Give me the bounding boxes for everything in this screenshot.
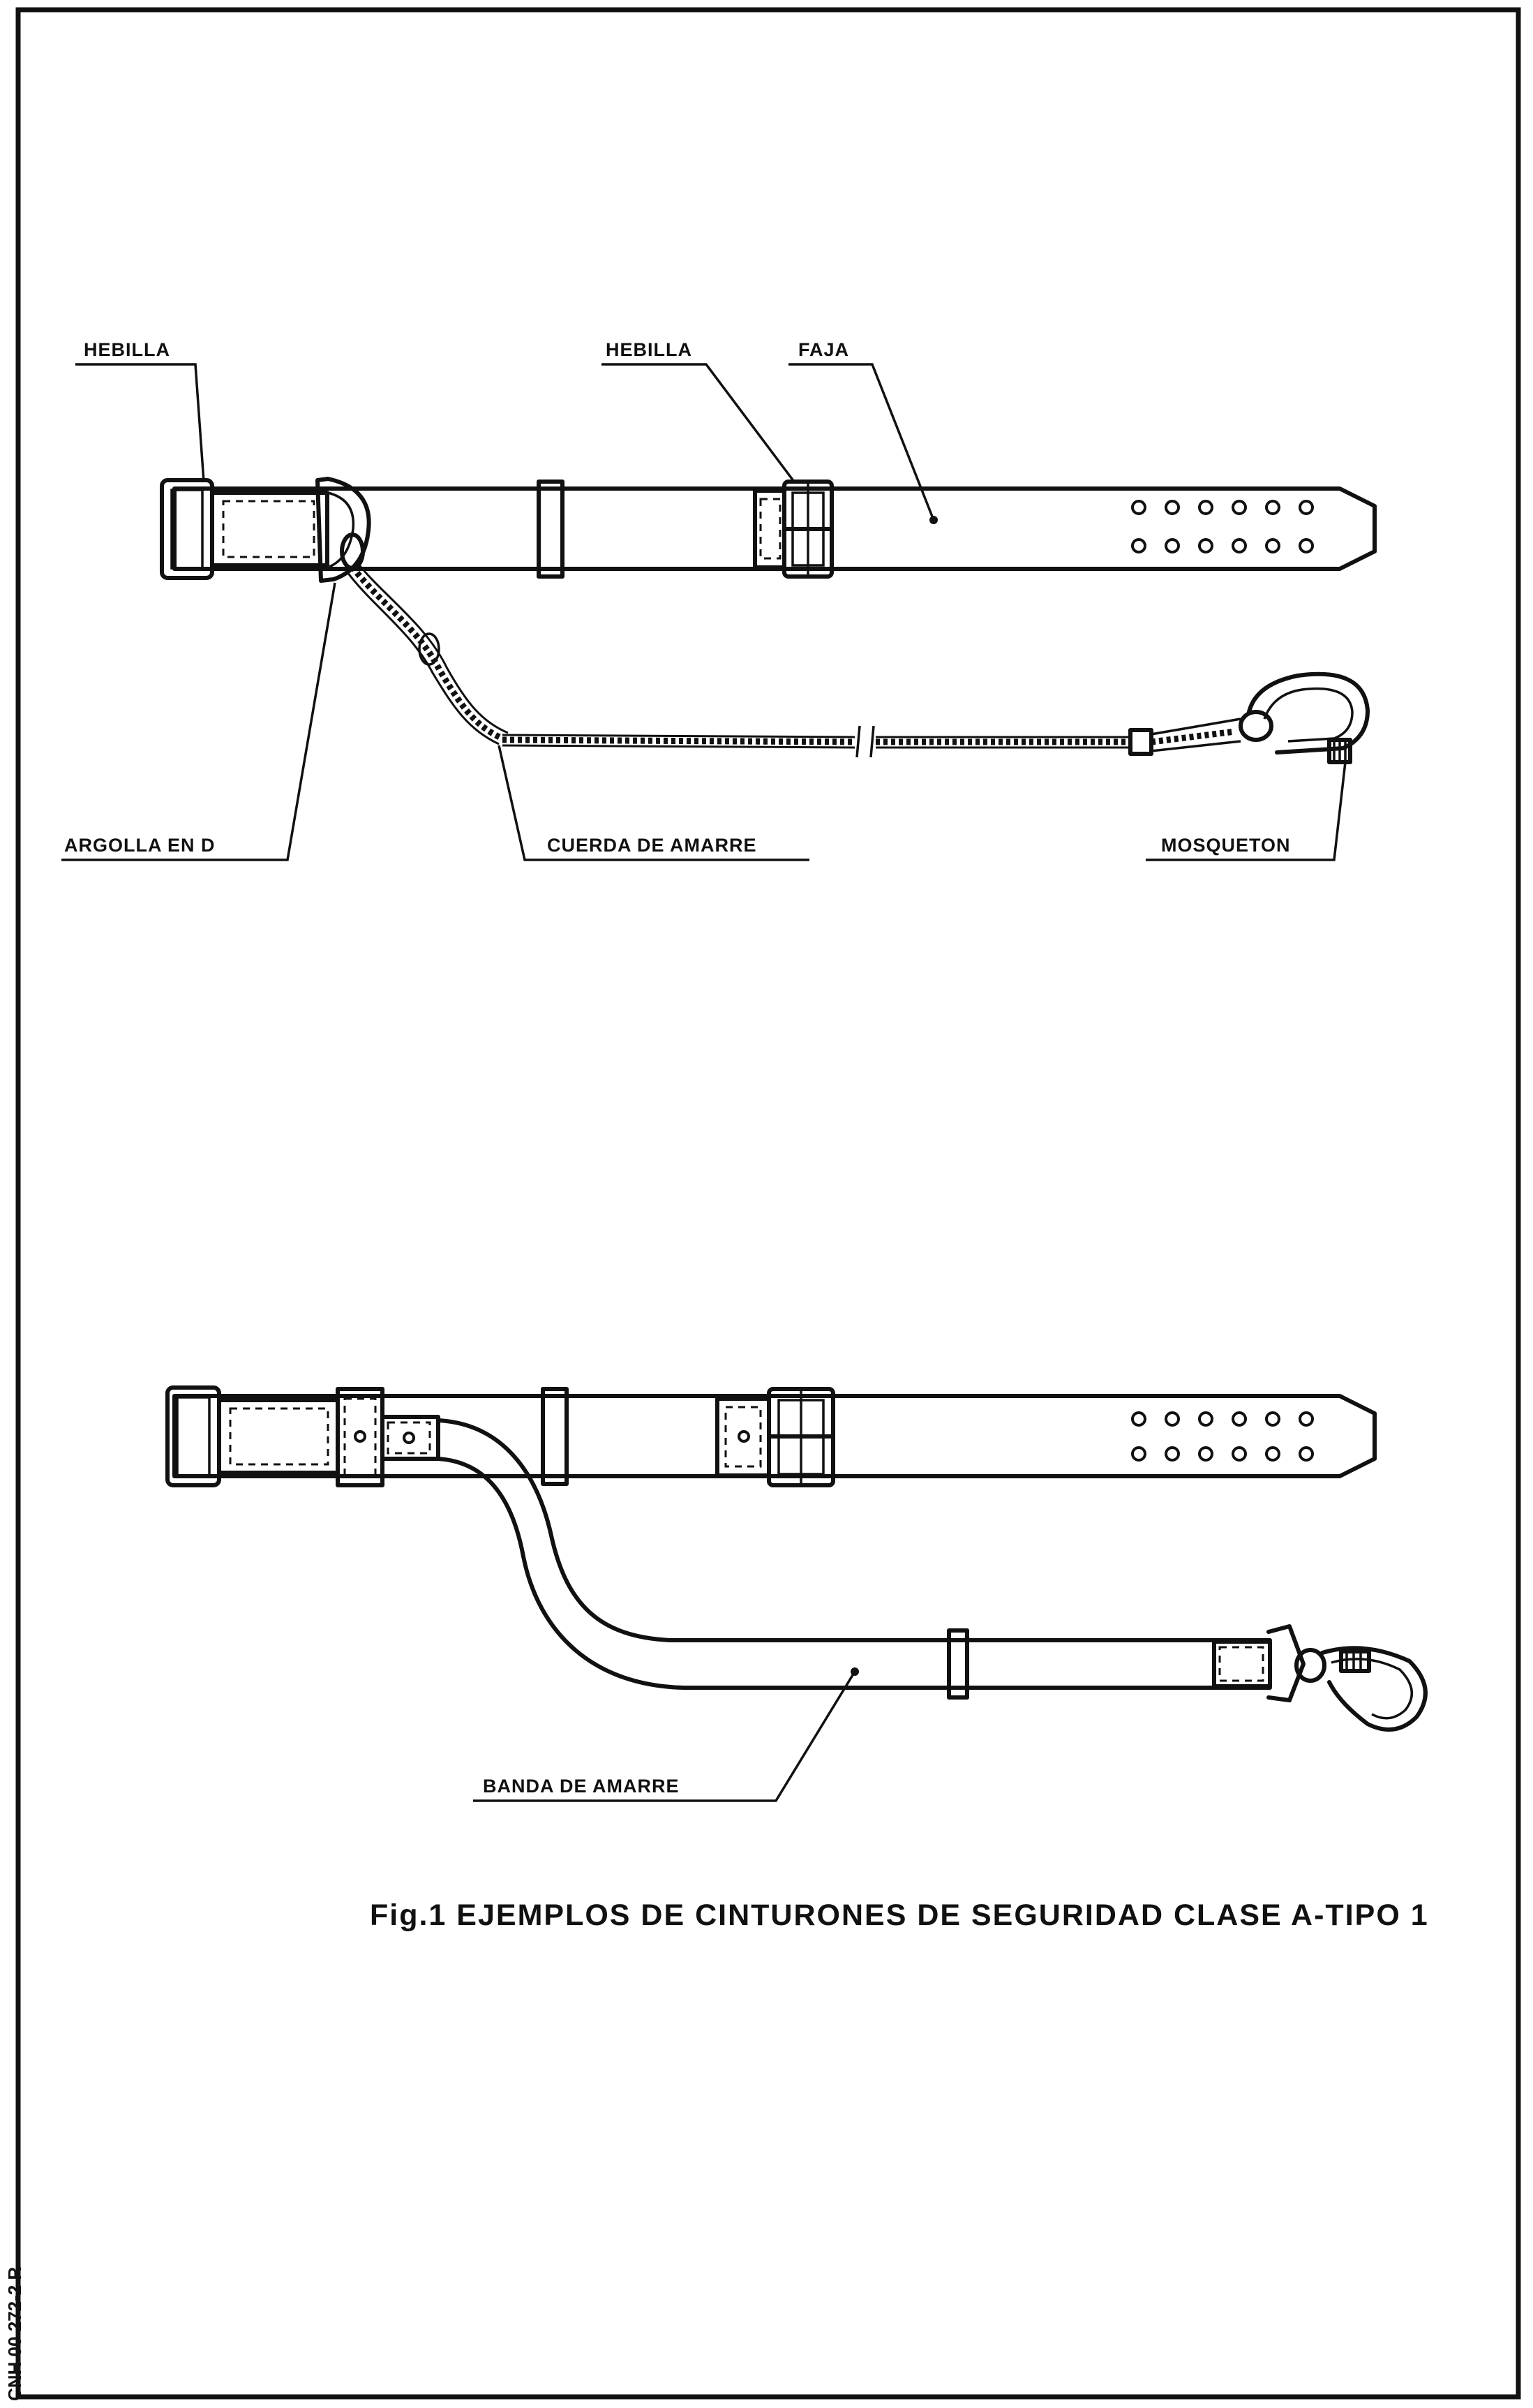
left-buckle-2 [165, 1385, 384, 1487]
safety-belt-with-webbing: BANDA DE AMARRE [165, 1385, 1428, 1802]
strap-1 [172, 486, 1377, 571]
keeper-loop-2 [541, 1387, 569, 1486]
label-hebilla-left: HEBILLA [84, 339, 170, 360]
label-faja: FAJA [798, 339, 849, 360]
belt-holes-1 [1131, 500, 1314, 553]
middle-buckle-2 [715, 1387, 835, 1487]
keeper-loop-1 [537, 480, 564, 579]
labels-belt-2: BANDA DE AMARRE [473, 1667, 859, 1802]
label-banda: BANDA DE AMARRE [483, 1776, 680, 1797]
figure-caption: Fig.1 EJEMPLOS DE CINTURONES DE SEGURIDA… [370, 1898, 1429, 1932]
document-code: CNH 00 272-2 R [4, 2267, 25, 2401]
left-buckle-1 [160, 478, 329, 580]
label-hebilla-middle: HEBILLA [606, 339, 692, 360]
label-mosqueton: MOSQUETON [1161, 835, 1291, 856]
sheet-border [15, 7, 1521, 2400]
label-cuerda: CUERDA DE AMARRE [547, 835, 757, 856]
snap-hook-2 [1294, 1646, 1428, 1732]
middle-buckle-1 [753, 480, 834, 579]
carabiner-1 [1239, 671, 1370, 764]
strap-2 [172, 1394, 1377, 1478]
labels-belt-1: HEBILLA HEBILLA FAJA ARGOLLA EN D CUERDA… [61, 339, 1347, 861]
leader-dot-banda [851, 1667, 859, 1676]
webbing-lanyard [436, 1418, 1306, 1702]
label-argolla: ARGOLLA EN D [64, 835, 216, 856]
rope-lanyard [346, 562, 1241, 758]
safety-belt-with-rope: HEBILLA HEBILLA FAJA ARGOLLA EN D CUERDA… [61, 339, 1377, 861]
webbing-connector [380, 1415, 440, 1461]
leader-dot-faja [929, 516, 938, 524]
belt-holes-2 [1131, 1411, 1314, 1462]
